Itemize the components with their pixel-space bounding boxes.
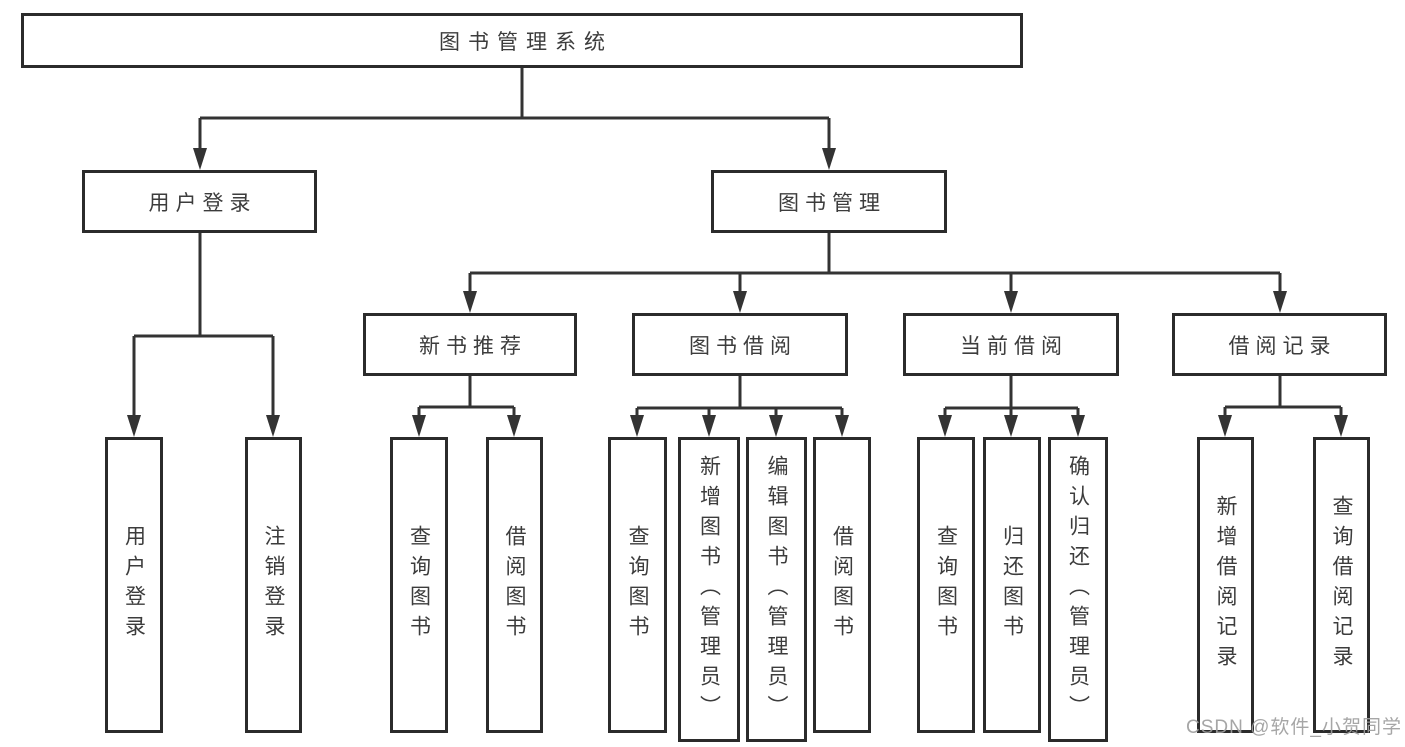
node-borrow-records: 借阅记录: [1172, 313, 1387, 376]
leaf-edit-book-admin-label: 编辑图书（管理员）: [765, 454, 788, 725]
node-root-label: 图书管理系统: [439, 30, 613, 54]
leaf-user-login: 用户登录: [105, 437, 163, 733]
leaf-add-book-admin: 新增图书（管理员）: [678, 437, 740, 742]
leaf-borrow-books-1: 借阅图书: [486, 437, 543, 733]
leaf-query-books-2-label: 查询图书: [626, 525, 649, 645]
leaf-add-borrow-record: 新增借阅记录: [1197, 437, 1254, 733]
leaf-query-books-3-label: 查询图书: [934, 525, 958, 645]
leaf-borrow-books-2: 借阅图书: [813, 437, 871, 733]
leaf-query-borrow-record-label: 查询借阅记录: [1330, 495, 1353, 675]
node-current-borrowing-label: 当前借阅: [960, 334, 1068, 358]
node-user-login: 用户登录: [82, 170, 317, 233]
node-new-book-recommend: 新书推荐: [363, 313, 577, 376]
node-book-management: 图书管理: [711, 170, 947, 233]
leaf-borrow-books-1-label: 借阅图书: [503, 525, 526, 645]
node-current-borrowing: 当前借阅: [903, 313, 1119, 376]
leaf-query-books-1-label: 查询图书: [407, 525, 431, 645]
node-new-book-recommend-label: 新书推荐: [419, 334, 527, 358]
node-book-borrowing-label: 图书借阅: [689, 334, 797, 358]
leaf-return-books: 归还图书: [983, 437, 1041, 733]
node-book-borrowing: 图书借阅: [632, 313, 848, 376]
watermark: CSDN @软件_小贺同学: [1186, 717, 1402, 738]
leaf-user-login-label: 用户登录: [122, 525, 146, 645]
leaf-query-books-1: 查询图书: [390, 437, 448, 733]
leaf-add-borrow-record-label: 新增借阅记录: [1214, 495, 1237, 675]
leaf-confirm-return-admin-label: 确认归还（管理员）: [1066, 454, 1090, 725]
leaf-query-books-3: 查询图书: [917, 437, 975, 733]
leaf-add-book-admin-label: 新增图书（管理员）: [697, 454, 721, 725]
node-root: 图书管理系统: [21, 13, 1023, 68]
leaf-borrow-books-2-label: 借阅图书: [830, 525, 854, 645]
arrowhead-icons: [127, 148, 1348, 437]
node-book-management-label: 图书管理: [778, 191, 886, 215]
node-user-login-label: 用户登录: [148, 191, 257, 215]
leaf-return-books-label: 归还图书: [1000, 525, 1024, 645]
leaf-edit-book-admin: 编辑图书（管理员）: [746, 437, 807, 742]
leaf-logout-label: 注销登录: [262, 525, 285, 645]
leaf-confirm-return-admin: 确认归还（管理员）: [1048, 437, 1108, 742]
leaf-query-borrow-record: 查询借阅记录: [1313, 437, 1370, 733]
leaf-logout: 注销登录: [245, 437, 302, 733]
node-borrow-records-label: 借阅记录: [1228, 334, 1337, 358]
leaf-query-books-2: 查询图书: [608, 437, 667, 733]
